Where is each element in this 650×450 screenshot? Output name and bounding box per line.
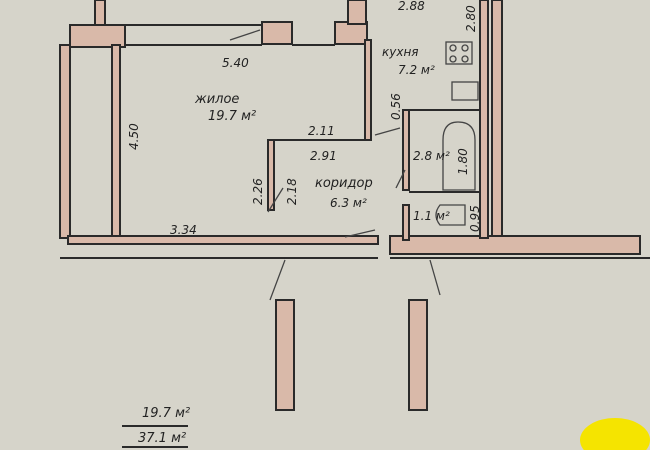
yellow-marker <box>580 418 650 450</box>
door-bath <box>395 169 406 189</box>
wall-top-mid <box>261 21 293 45</box>
wall-wc-left <box>402 204 410 241</box>
stove-burner-icon <box>449 55 457 63</box>
corridor-left-b: 2.18 <box>285 178 299 205</box>
column-right <box>408 299 428 411</box>
kitchen-length: 2.80 <box>464 5 478 32</box>
summary-total: 37.1 м² <box>138 431 186 446</box>
bathtub-icon <box>442 121 476 191</box>
column-left <box>275 299 295 411</box>
toilet-area: 1.1 м² <box>413 209 450 223</box>
wall-top-left <box>69 24 126 48</box>
kitchen-name: кухня <box>382 45 419 59</box>
wall-left <box>111 44 121 239</box>
toilet-icon <box>435 204 466 226</box>
door-hall-right <box>429 259 441 296</box>
wall-bottom-right <box>389 235 641 255</box>
living-name: жилое <box>194 92 239 107</box>
wall-bath-left <box>402 109 410 191</box>
living-bottom: 3.34 <box>170 223 197 237</box>
window-top-door <box>229 29 261 41</box>
wall-far-right <box>491 0 503 237</box>
living-notch: 2.11 <box>308 124 335 138</box>
kitchen-area: 7.2 м² <box>398 63 435 77</box>
stove-burner-icon <box>449 44 457 52</box>
corridor-area: 6.3 м² <box>330 196 367 210</box>
toilet-width: 0.95 <box>468 205 482 232</box>
door-hall-left <box>269 259 286 301</box>
wall-top-stub2 <box>347 0 367 25</box>
door-entry <box>344 229 376 238</box>
corridor-name: коридор <box>315 176 373 191</box>
wall-kitchen-left <box>364 39 372 141</box>
wall-top-stub <box>94 0 106 26</box>
kitchen-width: 2.88 <box>398 0 425 13</box>
stove-burner-icon <box>461 44 469 52</box>
wall-right <box>479 0 489 239</box>
corridor-top: 2.91 <box>310 149 337 163</box>
corridor-door: 0.56 <box>389 93 403 120</box>
summary-living: 19.7 м² <box>142 406 190 421</box>
living-side: 4.50 <box>127 123 141 150</box>
door-living <box>267 187 284 213</box>
door-kitchen <box>374 127 401 136</box>
stove-burner-icon <box>461 55 469 63</box>
wall-top-right <box>334 21 368 45</box>
stove-icon <box>445 41 473 65</box>
bath-length: 1.80 <box>456 148 470 175</box>
wall-bottom-left <box>67 235 379 245</box>
living-top: 5.40 <box>222 56 249 70</box>
living-area: 19.7 м² <box>208 109 256 124</box>
wall-corridor-notch <box>267 139 275 211</box>
corridor-left-a: 2.26 <box>251 178 265 205</box>
sink-icon <box>451 81 479 101</box>
wall-left-outer <box>59 44 71 239</box>
bath-area: 2.8 м² <box>413 149 450 163</box>
